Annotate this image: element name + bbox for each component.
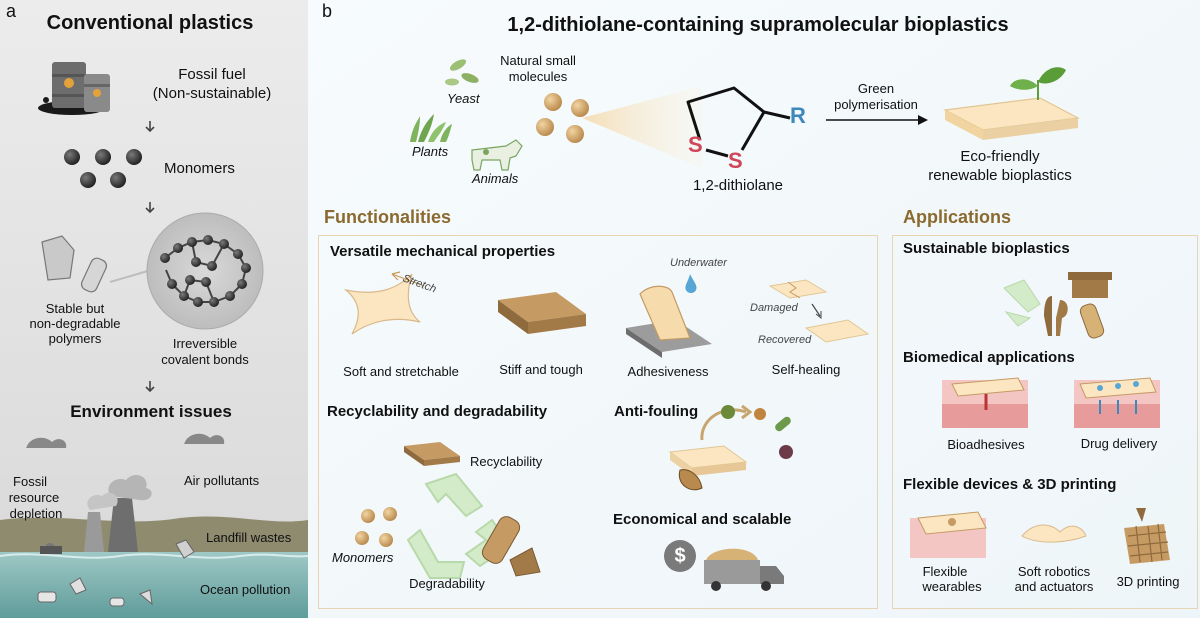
arrow-down-2 [145, 202, 155, 214]
natural-molecule-spheres [536, 86, 702, 168]
flexible-wearables-line1: Flexible [922, 564, 968, 579]
bacteria-icon [721, 405, 735, 419]
sustainable-bioplastics-title: Sustainable bioplastics [903, 240, 1070, 257]
covalent-bonds-line2: covalent bonds [161, 352, 249, 367]
sprout-icon [1010, 79, 1038, 90]
arrow-down-1 [145, 121, 155, 133]
eco-friendly-line2: renewable bioplastics [928, 167, 1072, 184]
sustainable-products-icon [1003, 272, 1112, 339]
monomers-label: Monomers [164, 160, 235, 177]
applications-box [892, 235, 1198, 609]
stiff-tough-label: Stiff and tough [499, 362, 583, 377]
green-polymerisation-line2: polymerisation [834, 97, 918, 112]
plastic-waste-icon [41, 235, 159, 293]
panel-a-title: Conventional plastics [46, 12, 254, 34]
soft-stretchable-label: Soft and stretchable [343, 364, 459, 379]
yeast-icon [445, 59, 479, 86]
plants-label: Plants [412, 144, 449, 159]
recyclability-degradability-title: Recyclability and degradability [327, 403, 548, 420]
natural-molecules-line1: Natural small [500, 53, 576, 68]
yeast-label: Yeast [447, 91, 480, 106]
covalent-bonds-line1: Irreversible [172, 336, 238, 351]
monomer-spheres-dark [64, 149, 142, 188]
green-polymerisation-line1: Green [857, 81, 895, 96]
dollar-sign: $ [674, 545, 686, 567]
monomer-spheres-light [355, 507, 397, 547]
antifouling-icon [668, 404, 793, 491]
recovered-label: Recovered [758, 334, 812, 346]
recyclability-label: Recyclability [470, 454, 543, 469]
ocean-pollution-label: Ocean pollution [200, 582, 291, 597]
degradability-label: Degradability [409, 576, 485, 591]
animals-label: Animals [472, 171, 519, 186]
self-healing-icon [768, 279, 870, 343]
panel-b-letter: b [322, 1, 333, 21]
fossil-depletion-line2: resource [8, 490, 60, 505]
recyclable-block-icon [404, 442, 460, 466]
soft-robot-icon [1021, 524, 1087, 543]
environment-scene [0, 433, 309, 618]
green-polymerisation-arrow [826, 115, 928, 125]
damaged-label: Damaged [750, 302, 798, 314]
stable-polymers-line1: Stable but [45, 301, 105, 316]
environment-issues-title: Environment issues [70, 402, 232, 421]
self-healing-label: Self-healing [771, 362, 841, 377]
oil-barrels-icon [38, 62, 110, 115]
eco-friendly-line1: Eco-friendly [960, 148, 1040, 165]
underwater-label: Underwater [670, 257, 727, 269]
stable-polymers-line2: non-degradable [29, 316, 121, 331]
arrow-down-3 [145, 381, 155, 393]
natural-molecules-line2: molecules [508, 69, 568, 84]
stable-polymers-line3: polymers [48, 331, 102, 346]
flexible-wearables-line2: wearables [922, 579, 982, 594]
stiff-block-icon [498, 292, 586, 334]
r-group: R [790, 103, 806, 128]
covalent-polymer-network-icon [146, 212, 264, 330]
3d-printing-label: 3D printing [1116, 574, 1180, 589]
functionalities-header: Functionalities [324, 207, 452, 227]
plants-icon [410, 114, 452, 142]
flexible-devices-title: Flexible devices & 3D printing [903, 476, 1117, 493]
soft-robotics-line1: Soft robotics [1017, 564, 1091, 579]
monomers-italic-label: Monomers [332, 550, 394, 565]
panel-a-letter: a [6, 1, 17, 21]
panel-b-title: 1,2-dithiolane-containing supramolecular… [507, 14, 1009, 36]
biomedical-applications-title: Biomedical applications [903, 349, 1075, 366]
fossil-depletion-line3: depletion [9, 506, 63, 521]
soft-robotics-line2: and actuators [1014, 579, 1094, 594]
bioplastic-sheet-icon [943, 67, 1080, 140]
fossil-depletion-line1: Fossil [13, 474, 47, 489]
mechanical-properties-title: Versatile mechanical properties [330, 243, 556, 260]
functionalities-box [318, 235, 878, 609]
adhesive-icon [626, 274, 712, 358]
fossil-fuel-label: Fossil fuel [178, 66, 246, 83]
dollar-coin-icon [664, 540, 696, 572]
drug-delivery-label: Drug delivery [1080, 436, 1158, 451]
adhesiveness-label: Adhesiveness [627, 364, 709, 379]
applications-header: Applications [903, 207, 1012, 227]
fossil-fuel-note: (Non-sustainable) [152, 85, 272, 102]
sulfur-atom-2: S [728, 148, 743, 173]
wearable-patch-icon [910, 511, 987, 558]
dithiolane-label: 1,2-dithiolane [692, 177, 784, 194]
economical-title: Economical and scalable [613, 511, 792, 528]
cow-icon [471, 139, 523, 171]
dithiolane-ring-icon [686, 86, 791, 158]
water-drop-icon [685, 274, 697, 293]
3d-printing-icon [1124, 508, 1170, 564]
stretchable-film-icon [343, 271, 425, 335]
landfill-wastes-label: Landfill wastes [206, 530, 292, 545]
bioadhesives-label: Bioadhesives [947, 437, 1025, 452]
degrading-bottle-icon [481, 516, 541, 577]
bioadhesive-tissue-icon [942, 377, 1028, 428]
fork-icon [1044, 296, 1052, 336]
truck-icon [704, 548, 784, 591]
drug-delivery-tissue-icon [1074, 377, 1160, 428]
antifouling-title: Anti-fouling [614, 403, 699, 420]
air-pollutants-label: Air pollutants [184, 473, 260, 488]
sulfur-atom-1: S [688, 132, 703, 157]
